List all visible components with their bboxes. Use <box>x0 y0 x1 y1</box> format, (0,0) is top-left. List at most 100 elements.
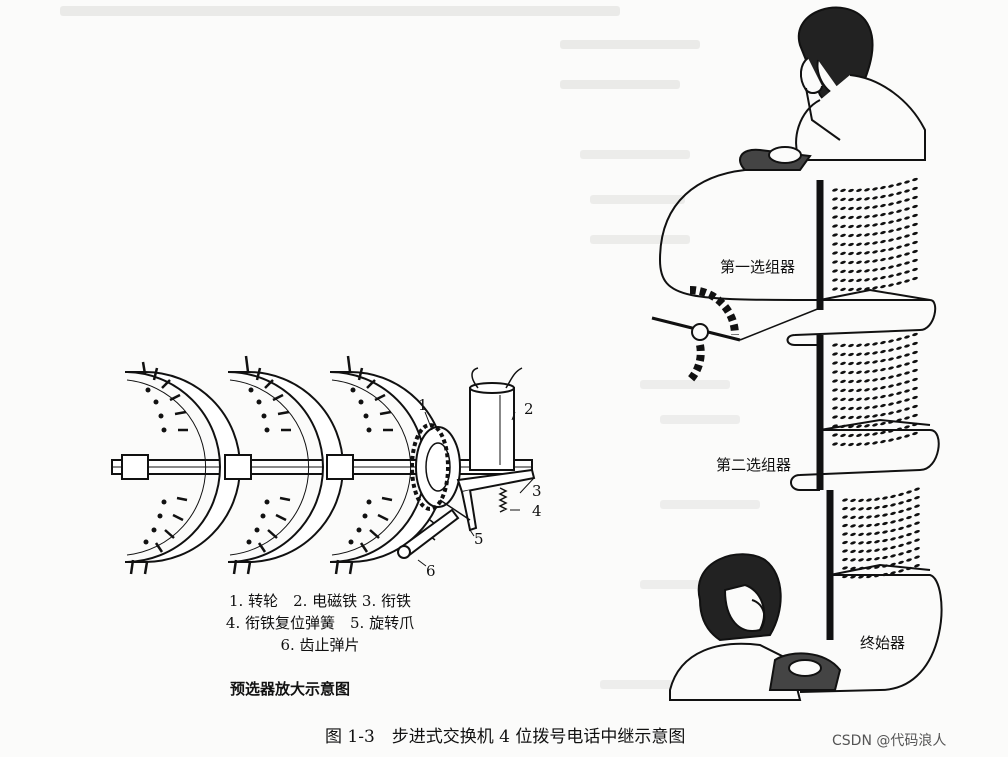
contact-dot <box>896 209 902 213</box>
contact-dot <box>840 287 846 292</box>
contact-dot <box>872 405 878 409</box>
contact-dot <box>832 224 838 228</box>
contact-dot <box>864 361 870 365</box>
contact-dot <box>856 287 862 291</box>
contact-dot <box>888 238 894 242</box>
contact-dot <box>888 202 894 206</box>
contact-dot <box>856 269 862 273</box>
contact-dot <box>896 227 902 231</box>
contact-dot <box>864 352 870 356</box>
contact-dot <box>848 442 854 447</box>
contact-dot <box>840 406 846 411</box>
contact-dot <box>872 342 878 346</box>
contact-dot <box>850 549 856 554</box>
contact-dot <box>914 530 920 534</box>
contact-dot <box>832 278 838 282</box>
contact-dot <box>832 442 838 446</box>
contact-dot <box>850 566 856 571</box>
relay-chain-drawing <box>651 6 943 701</box>
contact-dot <box>888 366 894 370</box>
contact-dot <box>858 507 864 511</box>
contact-dot <box>872 369 878 373</box>
contact-dot <box>840 260 846 265</box>
contact-dot <box>864 215 870 219</box>
contact-dot <box>888 283 894 287</box>
contact-dot <box>896 281 902 285</box>
contact-dot <box>896 418 902 422</box>
calling-operator <box>739 6 926 171</box>
contact-dot <box>880 385 886 390</box>
contact-dot <box>912 359 918 364</box>
contact-dot <box>904 270 910 274</box>
contact-dot <box>832 388 838 392</box>
contact-dot <box>904 189 910 193</box>
contact-dot <box>864 424 870 428</box>
contact-dot <box>880 194 886 199</box>
contact-dot <box>872 378 878 382</box>
contact-dot <box>848 361 854 366</box>
contact-dot <box>872 187 878 191</box>
second-selector-label: 第二选组器 <box>714 454 794 475</box>
contact-dot <box>904 216 910 220</box>
contact-dot <box>880 266 886 271</box>
contact-dot <box>874 514 880 518</box>
contact-dot <box>890 503 896 507</box>
contact-dot <box>856 242 862 246</box>
legend-line-3: 6. 齿止弹片 <box>280 636 360 654</box>
contact-dot <box>864 269 870 273</box>
contact-dot <box>864 242 870 246</box>
contact-dot <box>904 416 910 420</box>
contact-dot <box>840 415 846 420</box>
contact-dot <box>840 424 846 429</box>
contact-dot <box>840 352 846 357</box>
final-selector <box>826 487 931 640</box>
contact-dot <box>896 218 902 222</box>
contact-dot <box>906 566 912 571</box>
contact-dot <box>906 515 912 520</box>
contact-dot <box>866 566 872 570</box>
contact-dot <box>890 545 896 550</box>
contact-dot <box>912 431 918 436</box>
contact-dot <box>880 394 886 399</box>
contact-dot <box>896 355 902 359</box>
contact-dot <box>888 193 894 197</box>
contact-dot <box>904 252 910 256</box>
contact-dot <box>874 497 880 501</box>
contact-dot <box>850 507 856 511</box>
contact-dot <box>842 532 848 536</box>
contact-dot <box>840 370 846 375</box>
contact-dot <box>856 361 862 365</box>
contact-dot <box>882 547 888 551</box>
contact-dot <box>880 257 886 262</box>
contact-dot <box>880 421 886 426</box>
contact-dot <box>896 337 902 341</box>
contact-dot <box>848 424 854 429</box>
contact-dot <box>832 370 838 374</box>
contact-dot <box>896 364 902 368</box>
contact-dot <box>848 188 854 193</box>
contact-dot <box>874 565 880 569</box>
contact-dot <box>864 197 870 201</box>
contact-dot <box>904 261 910 265</box>
second-selector <box>816 332 931 490</box>
contact-dot <box>866 549 872 553</box>
contact-dot <box>888 339 894 343</box>
contact-dot <box>866 506 872 511</box>
contact-dot <box>888 184 894 188</box>
part-number-1: 1 <box>418 396 428 414</box>
figure-caption: 图 1-3 步进式交换机 4 位拨号电话中继示意图 <box>325 727 686 747</box>
contact-dot <box>864 251 870 255</box>
contact-dot <box>880 212 886 217</box>
contact-dot <box>866 498 872 502</box>
contact-dot <box>832 206 838 210</box>
contact-dot <box>898 560 904 565</box>
contact-dot <box>840 388 846 393</box>
part-number-5: 5 <box>474 530 484 548</box>
contact-dot <box>850 498 856 503</box>
contact-dot <box>864 415 870 419</box>
contact-dot <box>832 361 838 365</box>
contact-dot <box>904 234 910 238</box>
contact-dot <box>848 388 854 393</box>
contact-dot <box>896 346 902 350</box>
